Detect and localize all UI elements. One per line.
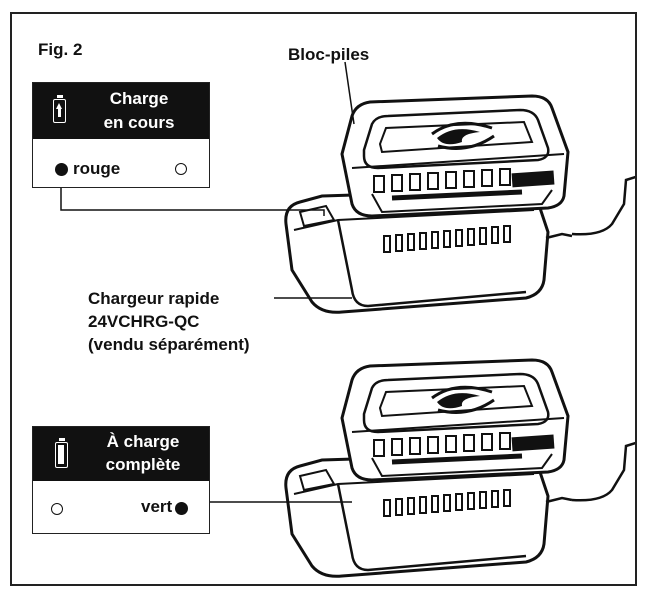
charging-status-title-line2: en cours [103, 113, 175, 132]
figure-frame: Fig. 2 Bloc-piles Chargeur rapide 24VCHR… [10, 12, 637, 586]
green-indicator-off [175, 163, 187, 175]
charger-label-line1: Chargeur rapide [88, 289, 220, 308]
full-charge-status-header: À charge complète [33, 427, 209, 481]
full-charge-status-box: À charge complète vert [32, 426, 210, 534]
battery-top [342, 96, 568, 216]
full-charge-title-line2: complète [105, 455, 181, 474]
figure-label: Fig. 2 [38, 40, 83, 59]
green-indicator-dot [175, 502, 188, 515]
battery-charging-icon [53, 95, 66, 123]
charger-label-line2: 24VCHRG-QC [88, 312, 200, 331]
charger-label-line3: (vendu séparément) [88, 335, 250, 354]
red-indicator-dot [55, 163, 68, 176]
charging-status-header: Charge en cours [33, 83, 209, 139]
battery-full-icon [55, 438, 68, 468]
charging-status-title-line1: Charge [109, 89, 169, 108]
charging-indicator-label: rouge [73, 159, 121, 178]
battery-bottom [342, 360, 568, 480]
charger-illustration [60, 61, 635, 578]
red-indicator-off [51, 503, 63, 515]
battery-pack-label: Bloc-piles [288, 45, 370, 64]
charging-status-box: Charge en cours rouge [32, 82, 210, 188]
full-charge-indicator-label: vert [141, 497, 173, 516]
full-charge-title-line1: À charge [106, 432, 180, 451]
